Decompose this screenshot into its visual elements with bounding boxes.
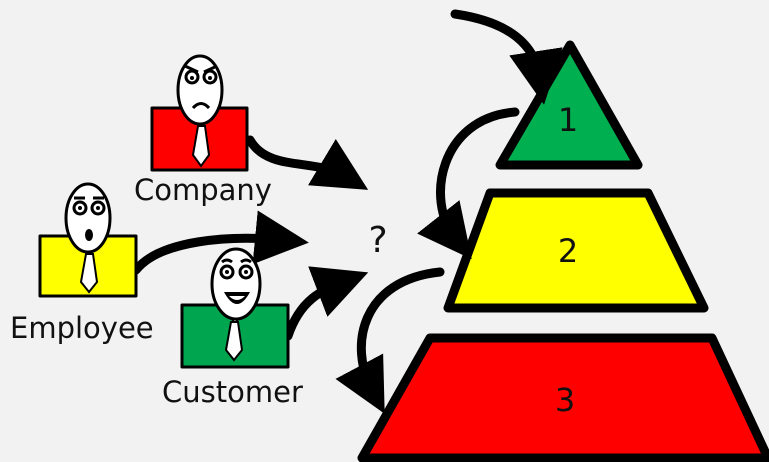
employee-figure: Employee (10, 182, 154, 345)
customer-head (210, 247, 262, 321)
company-label: Company (134, 173, 272, 207)
pyramid: 1 2 3 (357, 40, 769, 462)
customer-label: Customer (162, 375, 303, 409)
arrow-into-tier-1 (450, 9, 563, 105)
customer-figure: Customer (162, 247, 303, 409)
arrow-customer-to-question (283, 266, 369, 341)
employee-head (64, 182, 112, 254)
arrows (131, 9, 563, 414)
employee-label: Employee (10, 311, 154, 345)
question-mark: ? (368, 220, 387, 261)
arrow-tier-2-to-3 (335, 267, 445, 414)
arrow-employee-to-question (131, 210, 309, 275)
pyramid-tier-3-label: 3 (555, 381, 575, 419)
company-figure: Company (134, 54, 272, 207)
pyramid-tier-1-label: 1 (558, 101, 578, 139)
pyramid-tier-2-label: 2 (558, 232, 578, 270)
pyramid-tier-3 (357, 333, 769, 462)
pyramid-tier-1 (495, 40, 643, 170)
arrow-company-to-question (245, 135, 369, 190)
pyramid-tier-2 (443, 188, 709, 313)
arrow-tier-1-to-2 (417, 107, 520, 260)
